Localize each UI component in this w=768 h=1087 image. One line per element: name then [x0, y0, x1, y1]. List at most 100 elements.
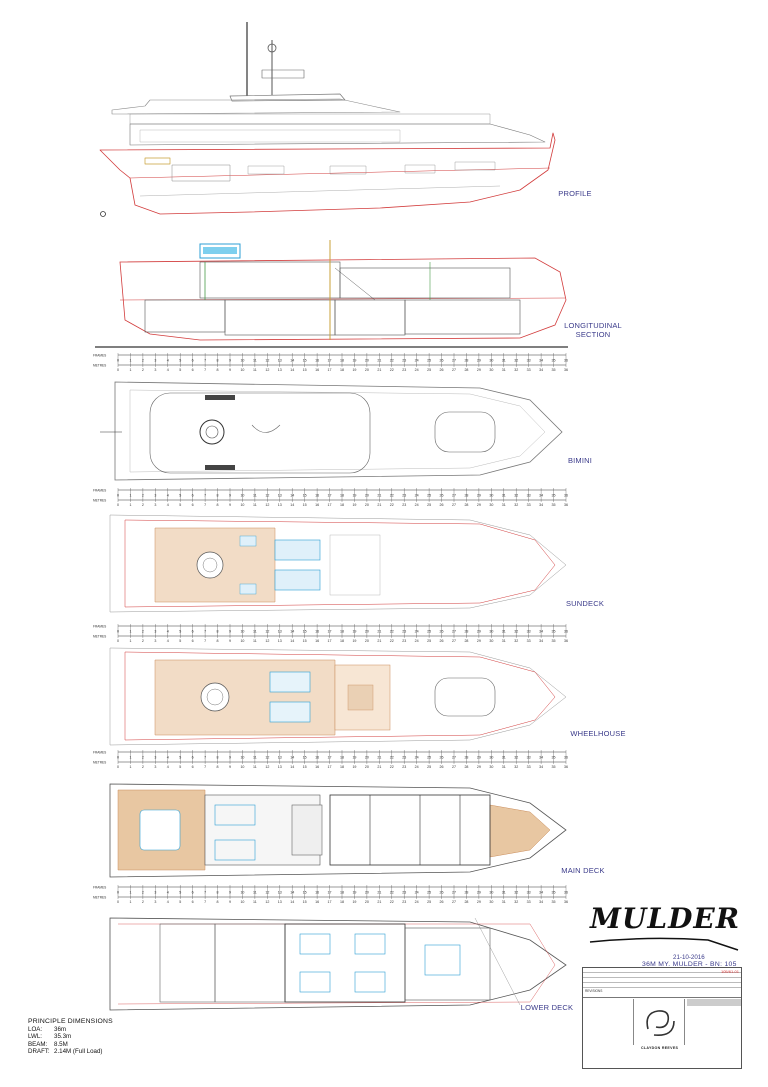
- scale-number: 25: [427, 891, 431, 895]
- scale-number: 30: [489, 359, 493, 363]
- scale-number: 5: [179, 639, 181, 643]
- scale-number: 4: [167, 639, 169, 643]
- dimension-label: LOA:: [28, 1025, 43, 1033]
- scale-number: 13: [278, 765, 282, 769]
- label-lower-deck: LOWER DECK: [520, 1003, 574, 1012]
- dimension-row: BEAM:8.5M: [28, 1041, 113, 1049]
- scale-number: 27: [452, 765, 456, 769]
- scale-number: 20: [365, 368, 369, 372]
- scale-number: 16: [315, 503, 319, 507]
- scale-number: 19: [352, 900, 356, 904]
- scale-number: 15: [303, 630, 307, 634]
- scale-number: 14: [290, 503, 294, 507]
- scale-number: 10: [240, 494, 244, 498]
- scale-number: 6: [192, 900, 194, 904]
- scale-number: 0: [117, 765, 119, 769]
- scale-number: 5: [179, 756, 181, 760]
- dimension-value: 35.3m: [54, 1033, 72, 1041]
- scale-number: 4: [167, 891, 169, 895]
- scale-number: 32: [514, 756, 518, 760]
- scale-number: 22: [390, 765, 394, 769]
- scale-number: 10: [240, 765, 244, 769]
- revision-table: 105/61-01 REVISIONS: [583, 968, 741, 998]
- scale-number: 13: [278, 639, 282, 643]
- scale-number: 13: [278, 756, 282, 760]
- scale-number: 16: [315, 359, 319, 363]
- scale-number: 26: [440, 765, 444, 769]
- scale-number: 35: [552, 368, 556, 372]
- scale-number: 2: [142, 494, 144, 498]
- scale-number: 17: [328, 368, 332, 372]
- scale-number: 13: [278, 503, 282, 507]
- dimension-row: LWL:35.3m: [28, 1033, 113, 1041]
- scale-row-label: FRAMES: [93, 886, 106, 890]
- dimension-row: LOA:36m: [28, 1026, 113, 1034]
- scale-number: 34: [539, 494, 543, 498]
- scale-number: 10: [240, 900, 244, 904]
- scale-number: 15: [303, 756, 307, 760]
- scale-number: 19: [352, 639, 356, 643]
- scale-number: 20: [365, 630, 369, 634]
- scale-number: 29: [477, 503, 481, 507]
- scale-number: 1: [129, 891, 131, 895]
- scale-number: 0: [117, 368, 119, 372]
- scale-number: 31: [502, 756, 506, 760]
- scale-number: 14: [290, 359, 294, 363]
- scale-number: 24: [415, 630, 419, 634]
- scale-number: 32: [514, 503, 518, 507]
- scale-number: 1: [129, 503, 131, 507]
- scale-number: 31: [502, 494, 506, 498]
- principle-dimensions: PRINCIPLE DIMENSIONS LOA:36m LWL:35.3m B…: [28, 1018, 113, 1056]
- scale-number: 29: [477, 494, 481, 498]
- scale-number: 9: [229, 359, 231, 363]
- scale-number: 20: [365, 359, 369, 363]
- scale-number: 26: [440, 503, 444, 507]
- scale-number: 17: [328, 630, 332, 634]
- scale-number: 5: [179, 765, 181, 769]
- scale-number: 35: [552, 494, 556, 498]
- scale-number: 6: [192, 494, 194, 498]
- scale-number: 35: [552, 900, 556, 904]
- scale-number: 8: [217, 765, 219, 769]
- consultant-name: CLAYDON REEVES: [641, 1046, 679, 1050]
- scale-number: 6: [192, 359, 194, 363]
- scale-number: 1: [129, 359, 131, 363]
- scale-number: 8: [217, 503, 219, 507]
- scale-number: 14: [290, 368, 294, 372]
- scale-number: 30: [489, 503, 493, 507]
- scale-number: 23: [402, 756, 406, 760]
- scale-number: 4: [167, 359, 169, 363]
- scale-number: 10: [240, 639, 244, 643]
- scale-number: 28: [464, 639, 468, 643]
- scale-row-label: FRAMES: [93, 354, 106, 358]
- label-sundeck: SUNDECK: [565, 599, 605, 608]
- scale-number: 4: [167, 765, 169, 769]
- scale-number: 30: [489, 630, 493, 634]
- scale-number: 6: [192, 368, 194, 372]
- scale-row-label: METRES: [93, 364, 106, 368]
- scale-number: 19: [352, 368, 356, 372]
- scale-number: 14: [290, 900, 294, 904]
- scale-number: 28: [464, 494, 468, 498]
- scale-number: 1: [129, 756, 131, 760]
- scale-number: 14: [290, 494, 294, 498]
- scale-number: 36: [564, 639, 568, 643]
- scale-number: 22: [390, 368, 394, 372]
- scale-number: 12: [265, 756, 269, 760]
- scale-number: 12: [265, 765, 269, 769]
- scale-number: 10: [240, 891, 244, 895]
- longitudinal-section-view: [95, 240, 568, 348]
- scale-number: 32: [514, 494, 518, 498]
- scale-number: 0: [117, 756, 119, 760]
- scale-number: 34: [539, 503, 543, 507]
- scale-number: 21: [377, 368, 381, 372]
- scale-number: 24: [415, 765, 419, 769]
- label-wheelhouse: WHEELHOUSE: [570, 729, 626, 738]
- scale-number: 29: [477, 756, 481, 760]
- scale-number: 35: [552, 503, 556, 507]
- scale-number: 6: [192, 765, 194, 769]
- scale-number: 7: [204, 900, 206, 904]
- scale-number: 12: [265, 503, 269, 507]
- scale-number: 0: [117, 900, 119, 904]
- scale-number: 6: [192, 756, 194, 760]
